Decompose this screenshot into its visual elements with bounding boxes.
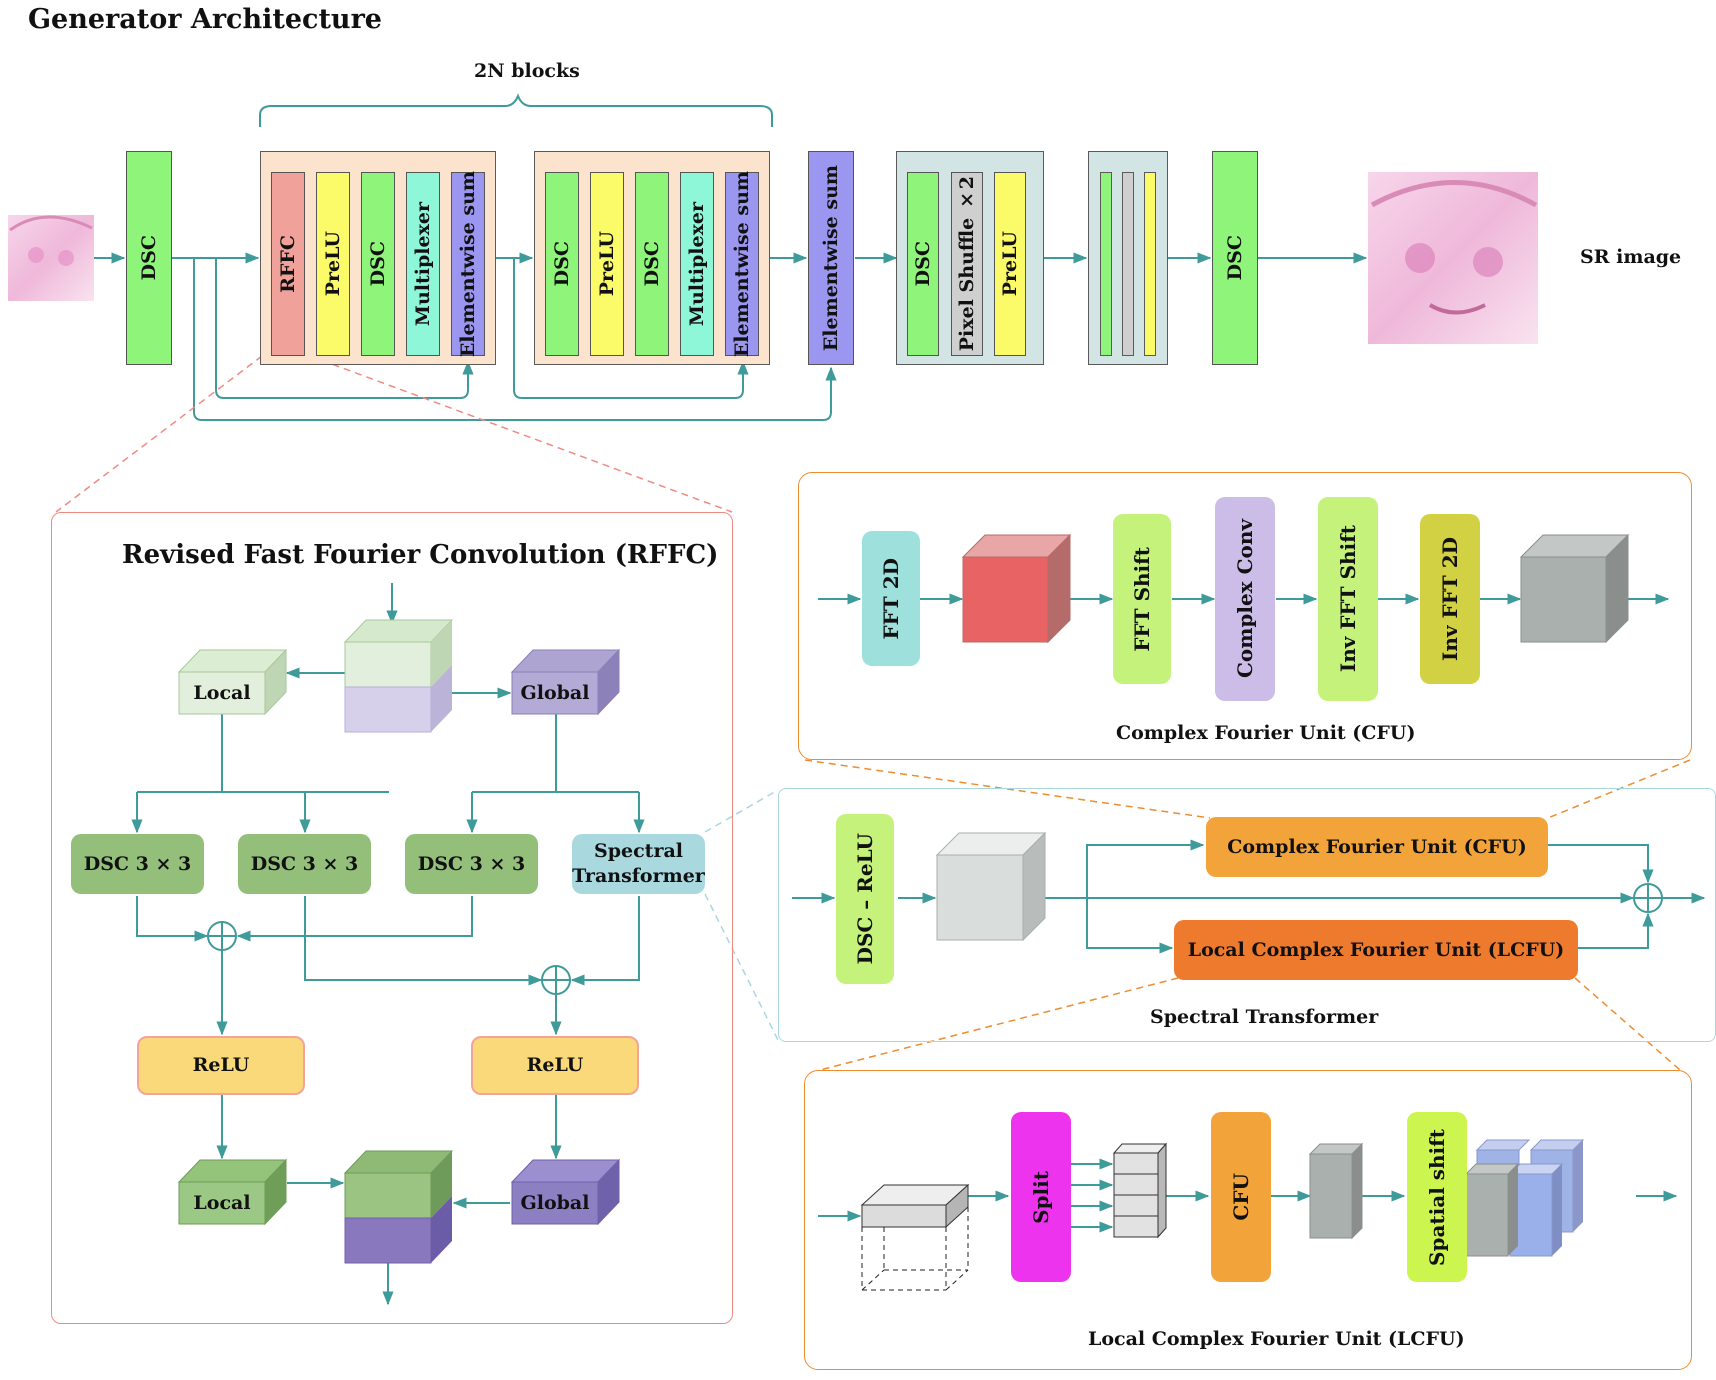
dsc-layer: DSC — [545, 172, 579, 356]
dsc-3x3-box: DSC 3 × 3 — [238, 834, 371, 894]
cfu-caption: Complex Fourier Unit (CFU) — [1116, 722, 1416, 744]
dsc-output-block: DSC — [1212, 151, 1258, 365]
global-input-label: Global — [520, 682, 590, 704]
dsc-thin-layer — [1100, 172, 1112, 356]
cfu-panel — [798, 472, 1692, 760]
cfu-gray-cube — [1519, 533, 1630, 644]
inv-fft-shift-box: Inv FFT Shift — [1318, 497, 1378, 701]
lcfu-box: Local Complex Fourier Unit (LCFU) — [1174, 920, 1578, 980]
prelu-layer: PreLU — [590, 172, 624, 356]
elementwise-sum-layer: Elementwise sum — [451, 171, 485, 357]
lcfu-split-stack — [1112, 1142, 1168, 1239]
pixel-shuffle-layer: Pixel Shuffle ×2 — [951, 172, 983, 356]
dsc-input-block: DSC — [126, 151, 172, 365]
relu-left-box: ReLU — [137, 1036, 305, 1095]
elementwise-sum-layer: Elementwise sum — [725, 171, 759, 357]
lcfu-shifted-cubes — [1464, 1139, 1585, 1257]
inv-fft-2d-box: Inv FFT 2D — [1420, 514, 1480, 684]
dsc-relu-box: DSC – ReLU — [836, 814, 894, 984]
global-output-cube — [510, 1158, 621, 1226]
spectral-transformer-box: Spectral Transformer — [572, 834, 705, 894]
dsc-3x3-box: DSC 3 × 3 — [405, 834, 538, 894]
elementwise-sum-block: Elementwise sum — [808, 151, 854, 365]
lcfu-panel — [804, 1070, 1692, 1370]
pixel-shuffle-thin-layer — [1122, 172, 1134, 356]
brace-2n-blocks — [259, 93, 773, 127]
diagram-title: Generator Architecture — [28, 4, 382, 35]
prelu-layer: PreLU — [994, 172, 1026, 356]
lcfu-caption: Local Complex Fourier Unit (LCFU) — [1088, 1328, 1465, 1350]
global-input-cube — [510, 648, 621, 716]
input-image — [8, 215, 94, 301]
sr-output-image — [1368, 172, 1538, 344]
cfu-red-cube — [961, 533, 1072, 644]
brace-label: 2N blocks — [474, 60, 580, 82]
local-output-cube — [177, 1158, 288, 1226]
sr-image-label: SR image — [1580, 246, 1682, 268]
fft-shift-box: FFT Shift — [1113, 514, 1171, 684]
global-output-label: Global — [520, 1192, 590, 1214]
spectral-gray-cube — [935, 831, 1047, 942]
rffc-input-cube — [343, 619, 454, 733]
dsc-layer: DSC — [907, 172, 939, 356]
dsc-layer: DSC — [361, 172, 395, 356]
spectral-caption: Spectral Transformer — [1150, 1006, 1379, 1028]
local-output-label: Local — [193, 1192, 251, 1214]
local-input-label: Local — [193, 682, 251, 704]
local-input-cube — [177, 648, 288, 716]
rffc-panel — [51, 512, 733, 1324]
dsc-layer: DSC — [635, 172, 669, 356]
rffc-layer: RFFC — [271, 172, 305, 356]
lcfu-input-slab — [860, 1183, 970, 1291]
rffc-title: Revised Fast Fourier Convolution (RFFC) — [122, 540, 719, 570]
multiplexer-layer: Multiplexer — [406, 172, 440, 356]
prelu-thin-layer — [1144, 172, 1156, 356]
spatial-shift-box: Spatial shift — [1407, 1112, 1467, 1282]
relu-right-box: ReLU — [471, 1036, 639, 1095]
complex-conv-box: Complex Conv — [1215, 497, 1275, 701]
rffc-output-cube — [343, 1150, 454, 1264]
multiplexer-layer: Multiplexer — [680, 172, 714, 356]
lcfu-gray-cube — [1308, 1142, 1364, 1240]
dsc-3x3-box: DSC 3 × 3 — [71, 834, 204, 894]
fft-2d-box: FFT 2D — [862, 531, 920, 666]
cfu-box: Complex Fourier Unit (CFU) — [1206, 817, 1548, 877]
prelu-layer: PreLU — [316, 172, 350, 356]
split-box: Split — [1011, 1112, 1071, 1282]
cfu-block-box: CFU — [1211, 1112, 1271, 1282]
